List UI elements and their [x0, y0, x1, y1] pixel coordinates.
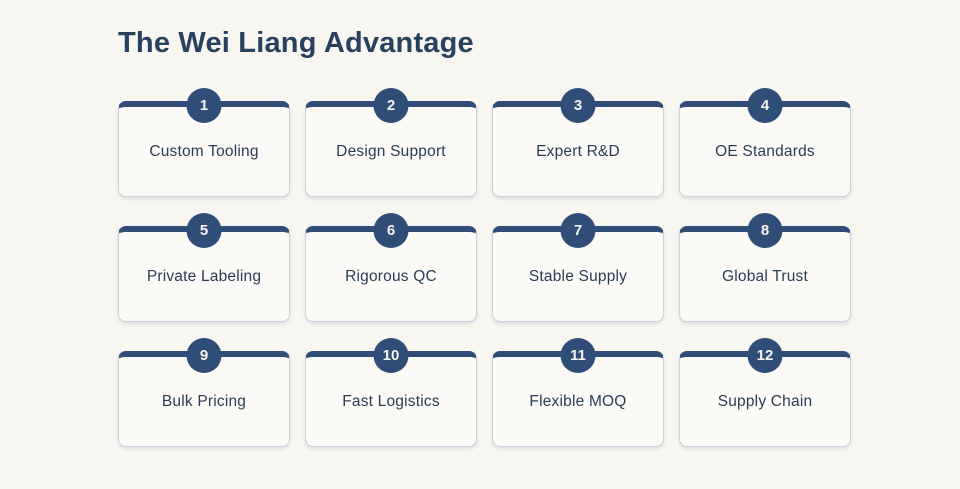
card-label: Supply Chain [717, 392, 813, 410]
advantage-card: 6 Rigorous QC [305, 213, 477, 322]
card-number-badge: 11 [560, 338, 596, 373]
advantage-card: 10 Fast Logistics [305, 338, 477, 447]
card-number-badge: 4 [747, 88, 783, 123]
card-label: Global Trust [722, 267, 808, 285]
advantage-card: 1 Custom Tooling [118, 88, 290, 197]
card-number-badge: 7 [560, 213, 596, 248]
advantage-card: 5 Private Labeling [118, 213, 290, 322]
card-label: Custom Tooling [149, 142, 259, 160]
card-label: Private Labeling [146, 267, 262, 285]
advantage-card: 9 Bulk Pricing [118, 338, 290, 447]
advantage-card: 7 Stable Supply [492, 213, 664, 322]
card-label: Expert R&D [536, 142, 620, 160]
advantage-card: 2 Design Support [305, 88, 477, 197]
card-number-badge: 2 [373, 88, 409, 123]
card-number-badge: 1 [186, 88, 222, 123]
advantage-card: 12 Supply Chain [679, 338, 851, 447]
advantage-card: 11 Flexible MOQ [492, 338, 664, 447]
card-number-badge: 10 [373, 338, 409, 373]
card-number-badge: 8 [747, 213, 783, 248]
card-label: Fast Logistics [342, 392, 440, 410]
card-label: Stable Supply [528, 267, 628, 285]
card-label: Design Support [336, 142, 446, 160]
card-label: Flexible MOQ [529, 392, 627, 410]
advantage-section: The Wei Liang Advantage 1 Custom Tooling… [118, 27, 960, 447]
card-number-badge: 9 [186, 338, 222, 373]
advantage-grid: 1 Custom Tooling 2 Design Support 3 Expe… [118, 88, 960, 447]
card-number-badge: 12 [747, 338, 783, 373]
page-title: The Wei Liang Advantage [118, 27, 474, 59]
card-number-badge: 5 [186, 213, 222, 248]
card-number-badge: 3 [560, 88, 596, 123]
card-label: Rigorous QC [345, 267, 437, 285]
card-label: Bulk Pricing [161, 392, 247, 410]
card-label: OE Standards [715, 142, 815, 160]
advantage-card: 3 Expert R&D [492, 88, 664, 197]
advantage-card: 8 Global Trust [679, 213, 851, 322]
card-number-badge: 6 [373, 213, 409, 248]
advantage-card: 4 OE Standards [679, 88, 851, 197]
